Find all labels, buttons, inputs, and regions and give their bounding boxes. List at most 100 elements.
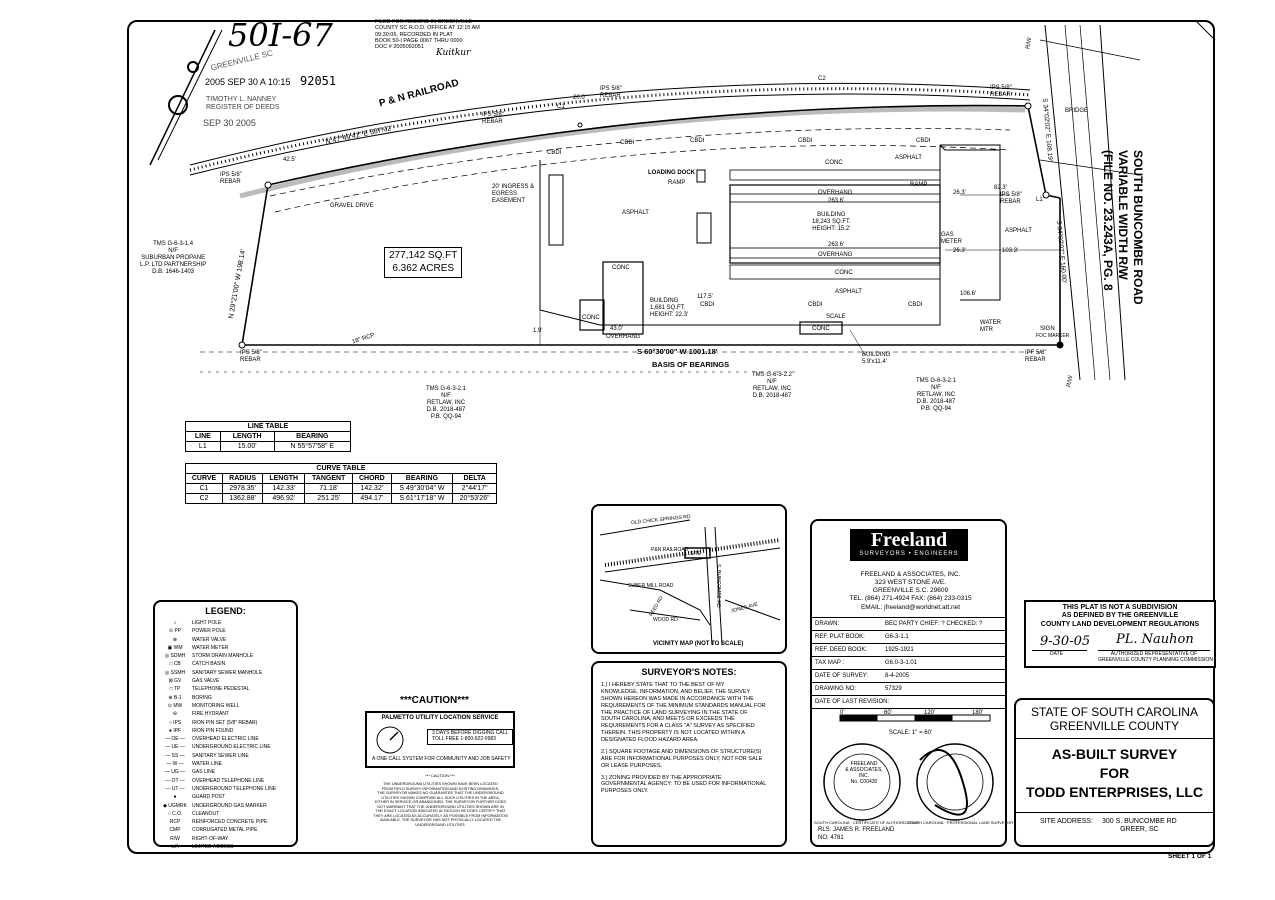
table-cell: 142.32' [352,483,392,494]
legend-symbol: □ TP [169,686,181,693]
note-line: 1.) I HEREBY STATE THAT TO THE BEST OF M… [601,682,725,688]
legend-title: LEGEND: [205,606,246,616]
neighbor-line: RETLAW, INC [426,399,466,406]
curve-table: CURVE TABLE CURVE RADIUS LENGTH TANGENT … [184,463,497,504]
legend-label: UNDERGROUND TELEPHONE LINE [192,785,277,792]
l1-label: L1 [1036,197,1043,203]
sheet-corner [1194,19,1216,41]
dim-label: 263.6' [828,242,845,248]
water-meter: WATER MTR [980,320,1001,333]
pin-label: IPS 5/8" REBAR [482,112,504,125]
c2-label: C2 [818,76,826,82]
legend-symbol: ⊗ [172,636,178,643]
seal-line: INC. [859,773,869,779]
note-line: PURPOSES ONLY. [601,788,649,795]
note-item: 2.) SQUARE FOOTAGE AND DIMENSIONS OF STR… [601,749,777,770]
dim-label: 26.3' [953,248,966,254]
info-value: G6.0-3-1.01 [885,660,918,666]
neighbor-line: RETLAW, INC [752,385,792,392]
legend-label: IRON PIN SET (5/8" REBAR) [192,719,258,726]
vicinity-map-lines [599,519,781,646]
road-line: (FILE NO. 23.243A, PG. 8 [1101,150,1115,291]
legend-label: RIGHT-OF-WAY [192,835,229,842]
dim-label: 82.3' [994,185,1007,191]
building-tiny: BUILDING 5.9'x11.4' [862,352,890,366]
legend-item: — OT —OVERHEAD TELEPHONE LINE [158,777,293,785]
site-address-line: 300 S. BUNCOMBE RD [1102,818,1177,825]
cbdi-label: CBDI [547,150,562,156]
legend-item: — SS —SANITARY SEWER LINE [158,752,293,760]
neighbor-line: D.B. 1646-1403 [152,268,195,275]
ramp-label: RAMP [668,180,686,186]
legend-label: POWER POLE [192,628,226,635]
company-address: FREELAND & ASSOCIATES, INC. 323 WEST STO… [812,571,1009,612]
cbdi-label: CBDI [700,302,715,308]
site-label: SITE [690,551,702,557]
cbdi-label: CBDI [798,138,813,144]
note-line: SOUTH CAROLINA, AND MEETS OR EXCEEDS THE [601,716,735,723]
conc-label: CONC [812,326,830,332]
note-line: OR LEASE PURPOSES. [601,762,663,769]
legend-label: CORRUGATED METAL PIPE [192,827,258,834]
road-name: S. BUNCOMBE RD [715,564,721,608]
subdivision-line: AS DEFINED BY THE GREENVILLE [1061,612,1179,620]
curve-table-header: TANGENT [304,473,353,484]
signature-rule [1098,650,1210,651]
table-cell: 251.25' [304,493,353,504]
curve-table-title: CURVE TABLE [185,463,497,474]
legend-item: — UT —UNDERGROUND TELEPHONE LINE [158,785,293,793]
legend-symbol: RCP [169,819,181,826]
scale-tick: 0' [840,710,845,716]
info-row: DATE OF SURVEY:8-4-2005 [812,669,1005,682]
loading-dock: LOADING DOCK [648,170,695,176]
dim-label: 117.5' [697,294,713,300]
note-line: SHOWN HEREON WAS MADE IN ACCORDANCE WITH… [601,695,754,702]
legend-label: OVERHEAD ELECTRIC LINE [192,736,259,743]
line-table-header: LINE [185,431,221,442]
conc-pads [548,169,712,246]
info-row: REF. DEED BOOK:1925-1921 [812,643,1005,656]
neighbor-line: TMS G-6-3-2.2 [752,372,793,378]
neighbor-line: TMS G-6-3-2.1 [916,378,957,384]
area-acres: 6.362 ACRES [392,262,455,274]
company-logo: Freeland SURVEYORS • ENGINEERS [850,529,968,561]
info-value: G6-3-1.1 [885,634,909,640]
neighbor-line: TMS G-6-3-2.1 [426,386,467,392]
road-name: SUBER MILL ROAD [628,583,674,589]
caution-small-title: *** CAUTION *** [425,773,455,778]
not-subdivision-stamp: THIS PLAT IS NOT A SUBDIVISION AS DEFINE… [1024,600,1216,668]
legend-symbol: ● IPF [168,727,182,734]
legend-symbol: □ CB [169,661,181,668]
c1-label: C1 [557,104,565,110]
dim-label: 42.5' [283,157,296,163]
caution-line: UNDERGROUND UTILITIES. [415,822,466,827]
legend-symbol: — UG — [164,769,186,776]
building-main: BUILDING 18,243 SQ.FT. HEIGHT: 15.2' [812,212,851,233]
seal-ring: SOUTH CAROLINA · CERTIFICATE OF AUTHORIZ… [814,820,919,825]
company-address2: GREENVILLE S.C. 29609 [872,587,949,595]
stamp-date: 2005 SEP 30 A 10:15 [205,77,291,87]
info-label: DRAWING NO: [815,686,857,692]
info-value: 57329 [885,686,902,692]
curve-table-header: CURVE [184,473,224,484]
rep-line: GREENVILLE COUNTY PLANNING COMMISSION [1098,656,1213,663]
legend-symbol: ▣ WM [167,644,183,651]
legend-item: — UG —GAS LINE [158,768,293,776]
caution-line: THE SURVEYOR MAKES NO GUARANTEE THAT THE… [377,791,504,796]
neighbor-line: N/F [931,384,941,391]
legend-item: — OE —OVERHEAD ELECTRIC LINE [158,735,293,743]
gravel-label: GRAVEL DRIVE [330,203,374,209]
pin-label: IPS 5/8" REBAR [220,172,242,185]
main-building [729,169,941,280]
cbdi-label: CBDI [690,138,705,144]
record-line: COUNTY SC R.O.D. OFFICE AT 12:15 AM [375,25,480,32]
vicinity-map: OLD CHICK SPRINGS RD P&N RAILROAD SITE S… [591,504,787,654]
neighbor-parcel: TMS G-6-3-2.2 N/F RETLAW, INC D.B. 2018-… [752,372,792,400]
note-item: 1.) I HEREBY STATE THAT TO THE BEST OF M… [601,682,777,744]
